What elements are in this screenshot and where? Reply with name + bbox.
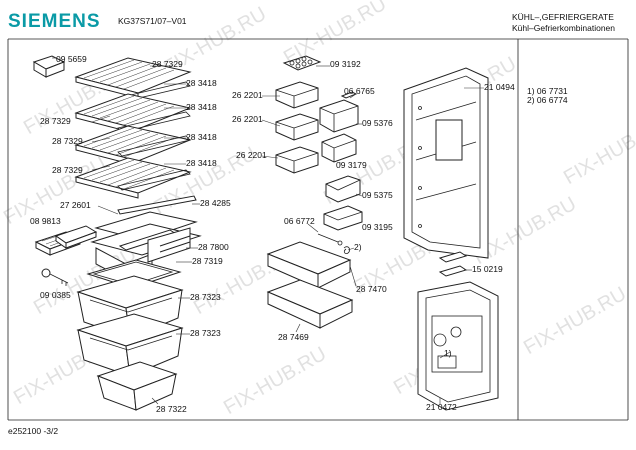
door-shelf-large-1 bbox=[266, 241, 352, 289]
part-label: 09 3192 bbox=[330, 59, 361, 69]
part-label: 28 7323 bbox=[190, 328, 221, 338]
part-label: 28 7329 bbox=[52, 136, 83, 146]
part-label: 09 0385 bbox=[40, 290, 71, 300]
part-label: 28 7469 bbox=[278, 332, 309, 342]
hinge-pin-part bbox=[317, 233, 343, 246]
part-label: 09 3195 bbox=[362, 222, 393, 232]
category-title: KÜHL–,GEFRIERGERATE bbox=[512, 12, 614, 22]
leader-lines bbox=[91, 65, 484, 405]
shelf-frame-4 bbox=[117, 169, 191, 191]
part-label: 21 0494 bbox=[484, 82, 515, 92]
part-label: 28 7323 bbox=[190, 292, 221, 302]
part-label: 09 5376 bbox=[362, 118, 393, 128]
shelf-frame-3 bbox=[117, 135, 191, 157]
part-label: 26 2201 bbox=[232, 90, 263, 100]
part-label: 26 2201 bbox=[232, 114, 263, 124]
glass-shelf-1 bbox=[74, 57, 192, 99]
part-label: 28 3418 bbox=[186, 132, 217, 142]
part-label: 28 7470 bbox=[356, 284, 387, 294]
part-label: 28 7800 bbox=[198, 242, 229, 252]
small-tray-part bbox=[323, 205, 363, 231]
part-label: 06 6772 bbox=[284, 216, 315, 226]
part-label: 09 5375 bbox=[362, 190, 393, 200]
door-bin-part bbox=[319, 99, 359, 133]
door-shelf-small-1 bbox=[275, 81, 319, 109]
door-shelf-small-2 bbox=[275, 113, 319, 141]
part-label: 26 2201 bbox=[236, 150, 267, 160]
fridge-door-part bbox=[403, 67, 489, 259]
door-handle-part bbox=[438, 251, 468, 277]
part-label: 27 2601 bbox=[60, 200, 91, 210]
door-bin-lid-part bbox=[321, 133, 357, 163]
egg-tray-part bbox=[282, 55, 322, 71]
flap-part bbox=[325, 175, 361, 203]
part-label: 15 0219 bbox=[472, 264, 503, 274]
brand-logo: SIEMENS bbox=[8, 11, 101, 32]
model-number: KG37S71/07–V01 bbox=[118, 16, 187, 26]
part-label: 28 7329 bbox=[52, 165, 83, 175]
part-label: 28 7329 bbox=[40, 116, 71, 126]
part-label: 28 7322 bbox=[156, 404, 187, 414]
part-label: 28 7329 bbox=[152, 59, 183, 69]
shelf-strip bbox=[117, 195, 197, 215]
part-label: 09 3179 bbox=[336, 160, 367, 170]
door-shelf-large-2 bbox=[266, 279, 354, 329]
page-reference: e252100 -3/2 bbox=[8, 426, 59, 436]
part-label: 28 3418 bbox=[186, 102, 217, 112]
ice-tray-part bbox=[34, 225, 98, 256]
part-label: 08 9813 bbox=[30, 216, 61, 226]
part-label: 28 7319 bbox=[192, 256, 223, 266]
freezer-door-part bbox=[417, 281, 499, 411]
category-subtitle: Kühl–Gefrierkombinationen bbox=[512, 23, 616, 33]
part-label: 09 5659 bbox=[56, 54, 87, 64]
butter-dish-part bbox=[32, 55, 66, 78]
key-part bbox=[41, 268, 69, 286]
note-marker: 1) bbox=[444, 348, 452, 358]
glass-shelf-4 bbox=[74, 157, 192, 199]
part-label: 21 0472 bbox=[426, 402, 457, 412]
door-shelf-small-3 bbox=[275, 146, 319, 174]
spring-part bbox=[343, 246, 351, 255]
legend-item-1: 1) 06 7731 bbox=[527, 86, 568, 96]
legend-item-2: 2) 06 6774 bbox=[527, 95, 568, 105]
part-label: 28 3418 bbox=[186, 158, 217, 168]
note-marker: 2) bbox=[354, 242, 362, 252]
freezer-drawer-3 bbox=[96, 361, 178, 411]
part-label: 28 4285 bbox=[200, 198, 231, 208]
part-label: 28 3418 bbox=[186, 78, 217, 88]
part-label: 06 6765 bbox=[344, 86, 375, 96]
